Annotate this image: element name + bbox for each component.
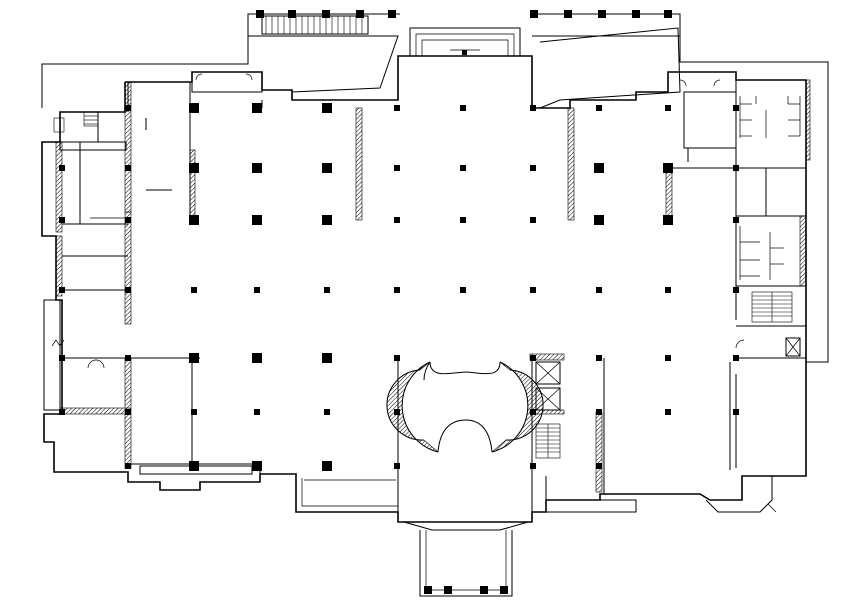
column	[460, 287, 466, 293]
column	[189, 103, 199, 113]
column	[596, 105, 602, 111]
central-straight-stair	[535, 423, 561, 459]
south-entrance	[403, 521, 529, 597]
column	[733, 409, 739, 415]
column	[191, 287, 197, 293]
column	[125, 165, 131, 171]
column	[733, 217, 739, 223]
right-stair	[751, 291, 793, 323]
column	[663, 163, 673, 173]
column	[324, 409, 330, 415]
column	[394, 463, 400, 469]
column	[189, 461, 199, 471]
column	[530, 165, 536, 171]
structural-columns	[59, 103, 739, 471]
column	[125, 105, 131, 111]
column	[530, 463, 536, 469]
column	[596, 463, 602, 469]
column	[254, 287, 260, 293]
column	[322, 353, 332, 363]
column	[252, 353, 262, 363]
column	[394, 355, 400, 361]
top-right-canopy	[530, 10, 681, 109]
column	[394, 105, 400, 111]
column	[460, 105, 466, 111]
column	[663, 215, 673, 225]
column	[324, 287, 330, 293]
column	[191, 409, 197, 415]
column	[322, 215, 332, 225]
column	[189, 163, 199, 173]
column	[594, 163, 604, 173]
column	[125, 463, 131, 469]
restroom-block-bottom	[739, 226, 784, 280]
column	[733, 355, 739, 361]
column	[460, 165, 466, 171]
north-entrance	[409, 27, 521, 56]
column	[322, 163, 332, 173]
left-doors	[51, 339, 105, 369]
top-left-steps	[265, 16, 363, 34]
column	[596, 287, 602, 293]
column	[665, 287, 671, 293]
column	[254, 409, 260, 415]
left-wing-walls	[43, 81, 200, 469]
column	[252, 163, 262, 173]
building-outer-wall	[41, 55, 807, 523]
column	[59, 355, 65, 361]
south-left-terrace	[128, 463, 637, 513]
column	[125, 287, 131, 293]
column	[733, 287, 739, 293]
column	[59, 409, 65, 415]
column	[189, 215, 199, 225]
site-boundary	[41, 13, 829, 363]
column	[252, 215, 262, 225]
column	[530, 355, 536, 361]
south-right-bay	[705, 475, 777, 513]
right-wing-walls	[595, 79, 811, 494]
column	[322, 461, 332, 471]
column	[530, 409, 536, 415]
column	[394, 217, 400, 223]
column	[594, 215, 604, 225]
column	[665, 409, 671, 415]
right-elevator	[735, 337, 801, 357]
column	[394, 287, 400, 293]
top-left-lobby	[191, 71, 263, 93]
spiral-stair-left	[386, 361, 439, 453]
column	[59, 287, 65, 293]
column	[665, 355, 671, 361]
column	[733, 105, 739, 111]
column	[530, 287, 536, 293]
column	[125, 355, 131, 361]
spiral-stair-right	[491, 361, 544, 453]
column	[733, 165, 739, 171]
column	[596, 409, 602, 415]
restroom-block-top	[739, 96, 801, 138]
column	[59, 217, 65, 223]
column	[665, 105, 671, 111]
column	[460, 217, 466, 223]
atrium-balcony	[423, 361, 501, 453]
left-small-stair	[53, 111, 99, 133]
top-left-stair-canopy	[248, 10, 399, 100]
column	[394, 165, 400, 171]
column	[394, 409, 400, 415]
column	[189, 353, 199, 363]
column	[59, 165, 65, 171]
column	[125, 409, 131, 415]
column	[322, 103, 332, 113]
column	[530, 217, 536, 223]
column	[252, 103, 262, 113]
column	[530, 105, 536, 111]
column	[596, 355, 602, 361]
column	[125, 217, 131, 223]
column	[252, 461, 262, 471]
